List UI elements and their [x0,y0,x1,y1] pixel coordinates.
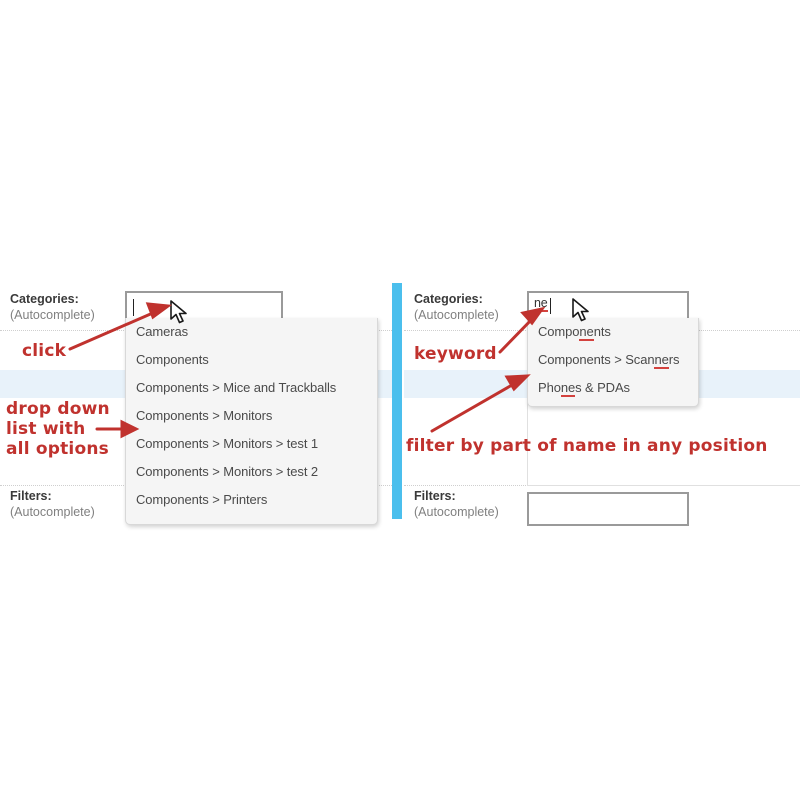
mouse-cursor-icon-right [572,298,589,322]
categories-sublabel-text: (Autocomplete) [10,308,95,322]
dropdown-option[interactable]: Components [136,352,209,367]
categories-sublabel-text-right: (Autocomplete) [414,308,499,322]
dropdown-option[interactable]: Components > Monitors [136,408,273,423]
filters-field-label-right: Filters: (Autocomplete) [414,488,499,520]
option-match-highlight: ne [654,352,669,369]
annotation-click: click [22,341,67,361]
dropdown-option-filtered[interactable]: Components [528,318,698,346]
option-text-after: s & PDAs [575,380,630,395]
filters-field-label: Filters: (Autocomplete) [10,488,95,520]
filters-label-text: Filters: [10,489,52,503]
annotation-filter-note: filter by part of name in any position [406,436,768,456]
dropdown-option[interactable]: Cameras [136,324,189,339]
filters-label-text-right: Filters: [414,489,456,503]
dropdown-option[interactable]: Components > Monitors > test 1 [136,436,318,451]
text-caret-right [550,298,551,314]
categories-autocomplete-input-right[interactable]: ne [527,291,689,321]
dropdown-option-filtered[interactable]: Phones & PDAs [528,374,698,402]
categories-label-text-right: Categories: [414,292,483,306]
panel-divider [392,283,402,519]
annotation-keyword: keyword [414,344,497,364]
dropdown-option[interactable]: Components > Printers [136,492,268,507]
dropdown-option-filtered[interactable]: Components > Scanners [528,346,698,374]
annotation-dropdown-note-line1: drop down [6,399,110,419]
filters-sublabel-text: (Autocomplete) [10,505,95,519]
option-match-highlight: ne [579,324,594,341]
filters-sublabel-text-right: (Autocomplete) [414,505,499,519]
categories-field-label-right: Categories: (Autocomplete) [414,291,499,323]
categories-field-label: Categories: (Autocomplete) [10,291,95,323]
filters-autocomplete-input-right[interactable] [527,492,689,526]
option-text-before: Components > Scan [538,352,655,367]
option-text-before: Pho [538,380,561,395]
form-field-box [527,330,800,486]
right-screenshot-panel: Categories: (Autocomplete) ne Components… [404,270,800,530]
dropdown-option[interactable]: Components > Mice and Trackballs [136,380,337,395]
mouse-cursor-icon [170,300,187,324]
option-text-before: Compo [538,324,580,339]
annotation-dropdown-note-line2: list with [6,419,86,439]
annotation-dropdown-note-line3: all options [6,439,109,459]
option-match-highlight: ne [560,380,576,397]
option-text-after: nts [593,324,611,339]
option-text-after: rs [668,352,680,367]
dropdown-option[interactable]: Components > Monitors > test 2 [136,464,318,479]
categories-label-text: Categories: [10,292,79,306]
text-caret [133,299,134,316]
